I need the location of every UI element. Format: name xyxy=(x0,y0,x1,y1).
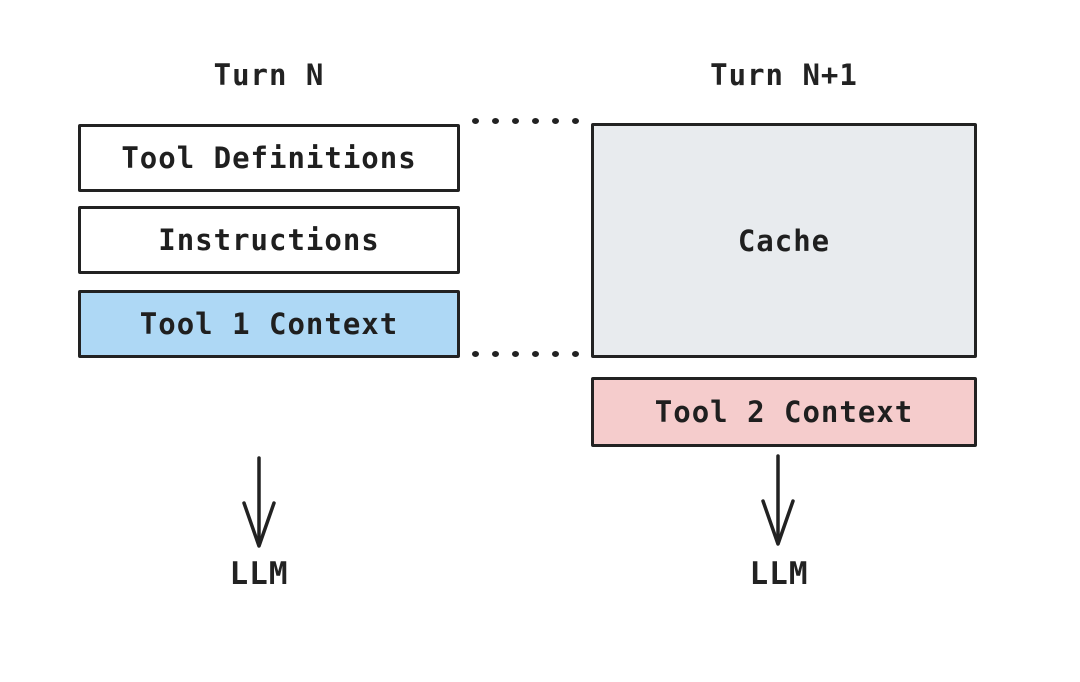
dot xyxy=(532,118,539,124)
dot xyxy=(472,118,479,124)
dot xyxy=(572,351,579,357)
cache-top-dotted-line xyxy=(472,118,579,124)
dot xyxy=(552,118,559,124)
turn-n-plus-1-title: Turn N+1 xyxy=(710,58,858,92)
dot xyxy=(512,118,519,124)
llm-label: LLM xyxy=(749,556,809,592)
instructions-box: Instructions xyxy=(78,206,460,274)
tool-definitions-box: Tool Definitions xyxy=(78,124,460,192)
dot xyxy=(492,351,499,357)
turn-n-title: Turn N xyxy=(213,58,325,92)
cache-box: Cache xyxy=(591,123,977,358)
dot xyxy=(472,351,479,357)
down-arrow-icon xyxy=(242,456,276,548)
dot xyxy=(572,118,579,124)
cache-bottom-dotted-line xyxy=(472,351,579,357)
tool-1-context-box: Tool 1 Context xyxy=(78,290,460,358)
dot xyxy=(492,118,499,124)
down-arrow-icon xyxy=(761,454,795,546)
dot xyxy=(512,351,519,357)
llm-label: LLM xyxy=(229,556,289,592)
dot xyxy=(552,351,559,357)
dot xyxy=(532,351,539,357)
tool-2-context-box: Tool 2 Context xyxy=(591,377,977,447)
